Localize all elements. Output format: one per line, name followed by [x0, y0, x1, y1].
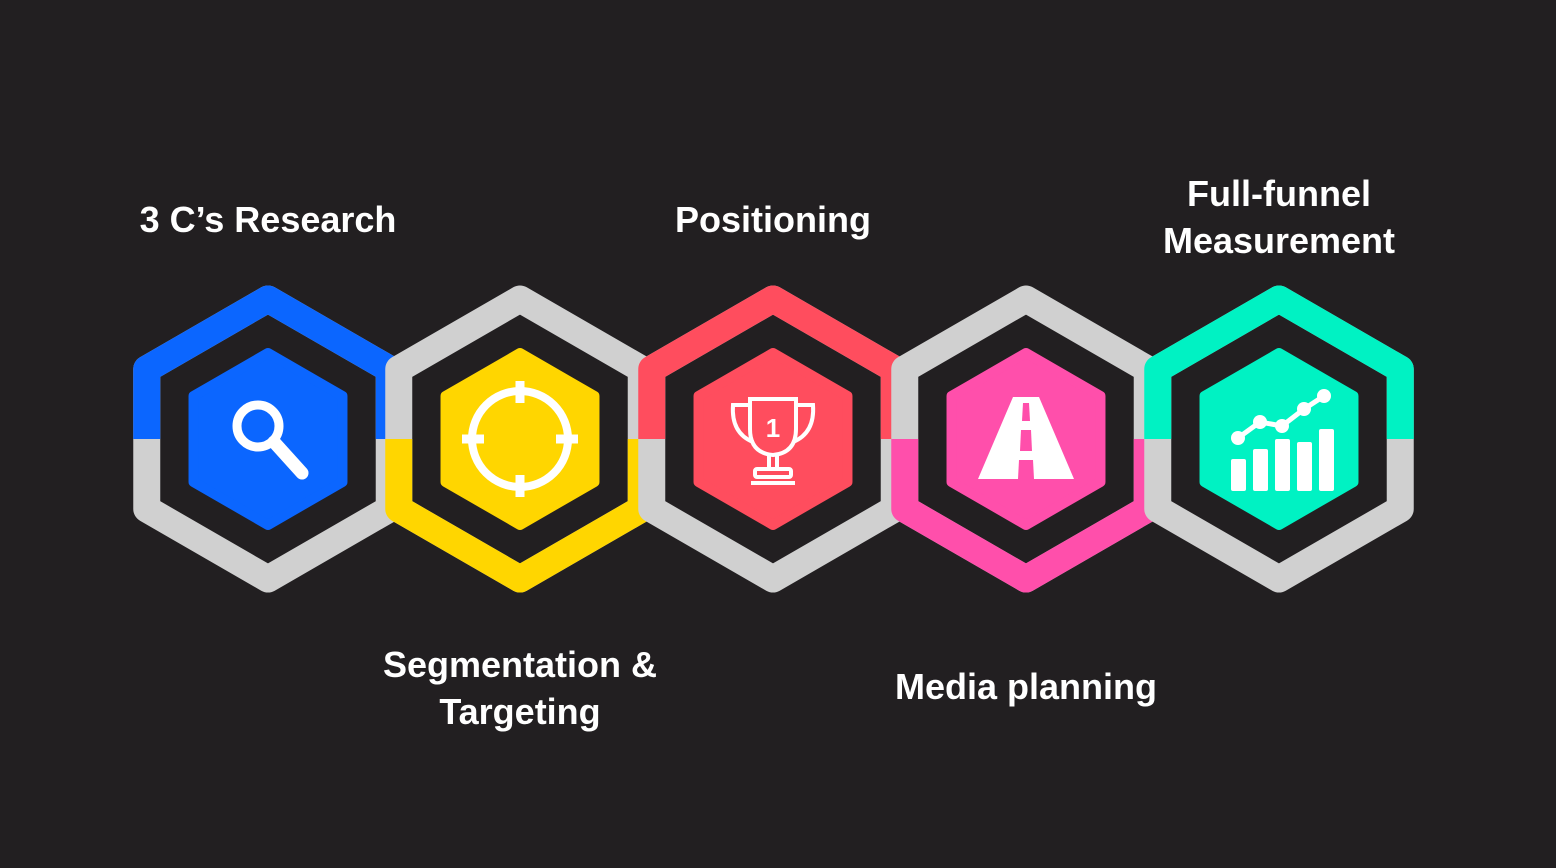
magnifier-icon: [232, 400, 309, 480]
crosshair-icon: [462, 381, 578, 497]
step-label-media-planning: Media planning: [895, 663, 1157, 710]
step-label-line: Media planning: [894, 666, 1158, 707]
hexagon-badge: [188, 348, 348, 530]
hexagon-step: [1144, 285, 1414, 593]
growth-chart-icon: [1231, 389, 1334, 491]
step-label-research: 3 C’s Research: [140, 196, 397, 243]
hexagon-step: 1: [638, 285, 908, 593]
hexagon-step: [385, 285, 655, 593]
step-label-line: Full-funnel: [1187, 173, 1371, 214]
hexagon-ring-highlight: [1144, 285, 1414, 439]
step-label-segmentation: Segmentation & Targeting: [383, 641, 657, 735]
hexagon-badge: [440, 348, 600, 530]
step-label-line: Measurement: [1162, 220, 1396, 261]
hexagon-badge: [693, 348, 853, 530]
road-icon: [978, 397, 1074, 479]
step-label-line: 3 C’s Research: [139, 199, 397, 240]
trophy-icon: 1: [730, 397, 816, 485]
step-label-line: Segmentation &: [382, 644, 658, 685]
hexagon-step: [133, 285, 403, 593]
step-label-measurement: Full-funnel Measurement: [1163, 170, 1395, 264]
hexagon-step: [891, 285, 1161, 593]
step-label-line: Positioning: [675, 199, 871, 240]
trophy-number: 1: [766, 413, 780, 443]
step-label-positioning: Positioning: [675, 196, 871, 243]
step-label-line: Targeting: [439, 691, 601, 732]
